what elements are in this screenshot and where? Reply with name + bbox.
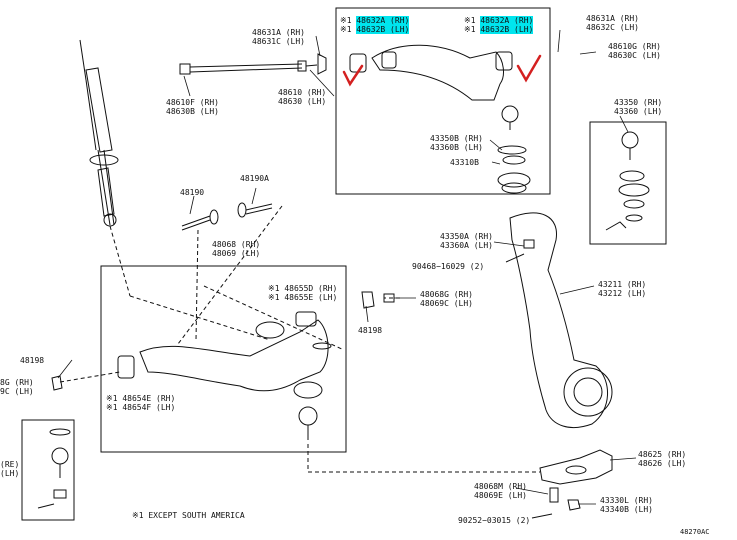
upper-arm-label: 48610 (RH)48630 (LH): [278, 88, 327, 106]
bush-48654-label: ※1 48654E (RH)※1 48654F (LH): [106, 394, 176, 412]
leader-lines: [59, 205, 540, 473]
stopper-label: 48625 (RH)48626 (LH): [638, 450, 687, 468]
upper-bushing-left-rh: ※1 48632A (RH): [340, 16, 410, 25]
bolt-48190-label: 48190: [180, 188, 205, 197]
cam-bolts: [181, 202, 273, 231]
upper-joint-detail: [605, 131, 650, 231]
lower-control-arm: [51, 291, 395, 440]
upper-bushing-left-label: ※1 48632A (RH) ※1 48632B (LH): [340, 16, 410, 34]
highlighted-part-number: 48632A (RH): [356, 16, 410, 25]
upper-bushing-right-rh: ※1 48632A (RH): [464, 16, 534, 25]
lower-arm-box: [100, 265, 347, 453]
ball-joint-boot-label: 43350B (RH)43360B (LH): [430, 134, 483, 152]
nut-48068g-label: 48068G (RH)48069C (LH): [420, 290, 473, 308]
upper-bushing-right-label: ※1 48632A (RH) ※1 48632B (LH): [464, 16, 534, 34]
far-left-label: (RE)(LH): [0, 460, 20, 478]
highlighted-part-number: 48632B (LH): [480, 25, 534, 34]
shock-absorber: [79, 39, 119, 227]
lower-arm-label: 48068 (RH)48069 (LH): [212, 240, 261, 258]
upper-bolt: [179, 53, 327, 75]
lower-joint-box: [21, 419, 75, 521]
pin-90468-label: 90468−16029 (2): [412, 262, 485, 271]
diagram-id: 48270AC: [680, 528, 710, 536]
upper-nut-label: 48610G (RH)48630C (LH): [608, 42, 661, 60]
pin-90252-label: 90252−03015 (2): [458, 516, 531, 525]
upper-ball-joint-parts: [497, 145, 531, 194]
knuckle-label: 43211 (RH)43212 (LH): [598, 280, 647, 298]
upper-joint-label: 43350 (RH)43360 (LH): [614, 98, 663, 116]
cam-washer-label: 48631A (RH)48631C (LH): [252, 28, 305, 46]
bolt-48068m-label: 48068M (RH)48069E (LH): [474, 482, 527, 500]
upper-joint-box: [589, 121, 667, 245]
upper-bushing-right-lh: ※1 48632B (LH): [464, 25, 534, 34]
lower-ball-joint: [37, 428, 71, 509]
highlighted-part-number: 48632B (LH): [356, 25, 410, 34]
bush-48655-label: ※1 48655D (RH)※1 48655E (LH): [268, 284, 338, 302]
solid-leaders: [57, 29, 637, 505]
cam-washer2-label: 48631A (RH)48632C (LH): [586, 14, 639, 32]
upper-bushing-left-lh: ※1 48632B (LH): [340, 25, 410, 34]
stopper-bracket: [531, 449, 613, 519]
lower-joint-label: 43350A (RH)43360A (LH): [440, 232, 493, 250]
upper-control-arm: [349, 44, 519, 130]
left-cut-label: 8G (RH)9C (LH): [0, 378, 34, 396]
part-48198-left-label: 48198: [20, 356, 45, 365]
nut-43330l-label: 43330L (RH)43340B (LH): [600, 496, 653, 514]
red-check-marks: [342, 54, 542, 87]
highlighted-part-number: 48632A (RH): [480, 16, 534, 25]
upper-bolt-label: 48610F (RH)48630B (LH): [166, 98, 219, 116]
upper-arm-box: [335, 7, 551, 195]
footer-note: ※1 EXCEPT SOUTH AMERICA: [132, 511, 245, 520]
part-48198-right-label: 48198: [358, 326, 383, 335]
ring-43310b-label: 43310B: [450, 158, 479, 167]
steering-knuckle: [505, 212, 613, 428]
bolt-48190a-label: 48190A: [240, 174, 269, 183]
